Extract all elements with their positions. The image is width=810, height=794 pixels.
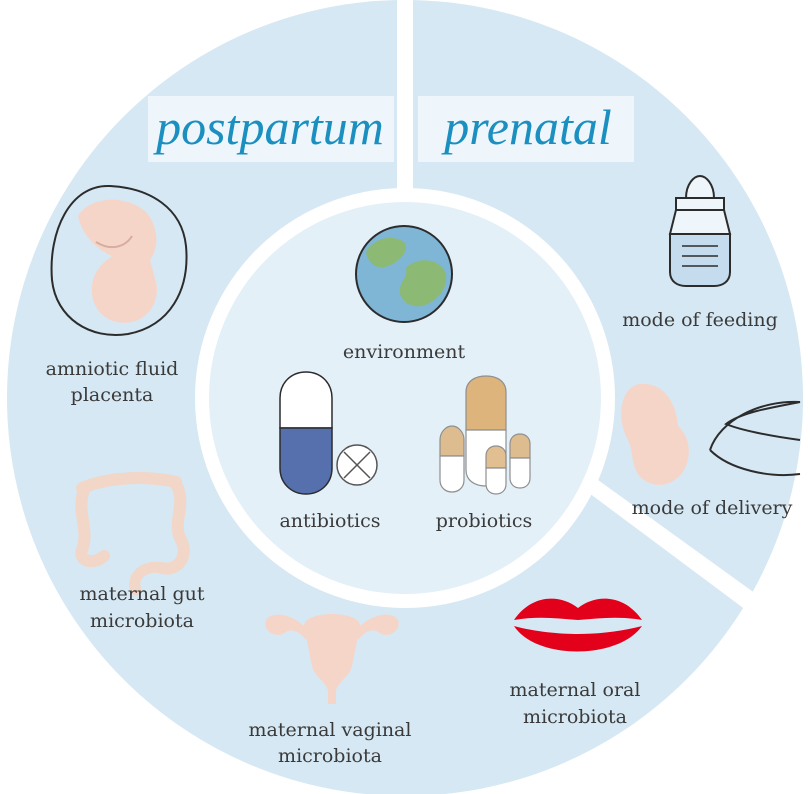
vaginal-microbiota-label: microbiota: [278, 745, 382, 767]
maternal-vaginal-label: maternal vaginal: [249, 719, 412, 741]
environment-label: environment: [343, 341, 466, 363]
amniotic-fluid-label: amniotic fluid: [46, 358, 179, 380]
lips-icon: [514, 598, 642, 652]
capsule-crossed-icon: [279, 371, 378, 495]
placenta-label: placenta: [71, 384, 154, 406]
maternal-gut-label: maternal gut: [79, 583, 204, 605]
globe-icon: [355, 225, 453, 323]
fetus-delivery-icon: [621, 383, 801, 485]
inner-circle: [209, 202, 601, 594]
mode-of-delivery-label: mode of delivery: [632, 497, 793, 519]
probiotics-label: probiotics: [436, 510, 532, 532]
prenatal-title-box: [418, 96, 634, 162]
separator-diagonal: [585, 480, 770, 616]
fetus-in-womb-icon: [50, 184, 188, 336]
postpartum-title: postpartum: [153, 99, 384, 155]
mode-of-feeding-label: mode of feeding: [622, 309, 778, 331]
postpartum-title-box: [148, 96, 394, 162]
oral-microbiota-label: microbiota: [523, 706, 627, 728]
baby-bottle-icon: [668, 174, 732, 287]
intestine-icon: [75, 472, 190, 596]
gut-microbiota-label: microbiota: [90, 610, 194, 632]
separator-vertical: [397, 0, 413, 192]
antibiotics-label: antibiotics: [279, 510, 380, 532]
probiotic-capsules-icon: [439, 375, 531, 495]
prenatal-title: prenatal: [441, 99, 612, 155]
uterus-icon: [265, 614, 399, 704]
maternal-oral-label: maternal oral: [510, 679, 641, 701]
